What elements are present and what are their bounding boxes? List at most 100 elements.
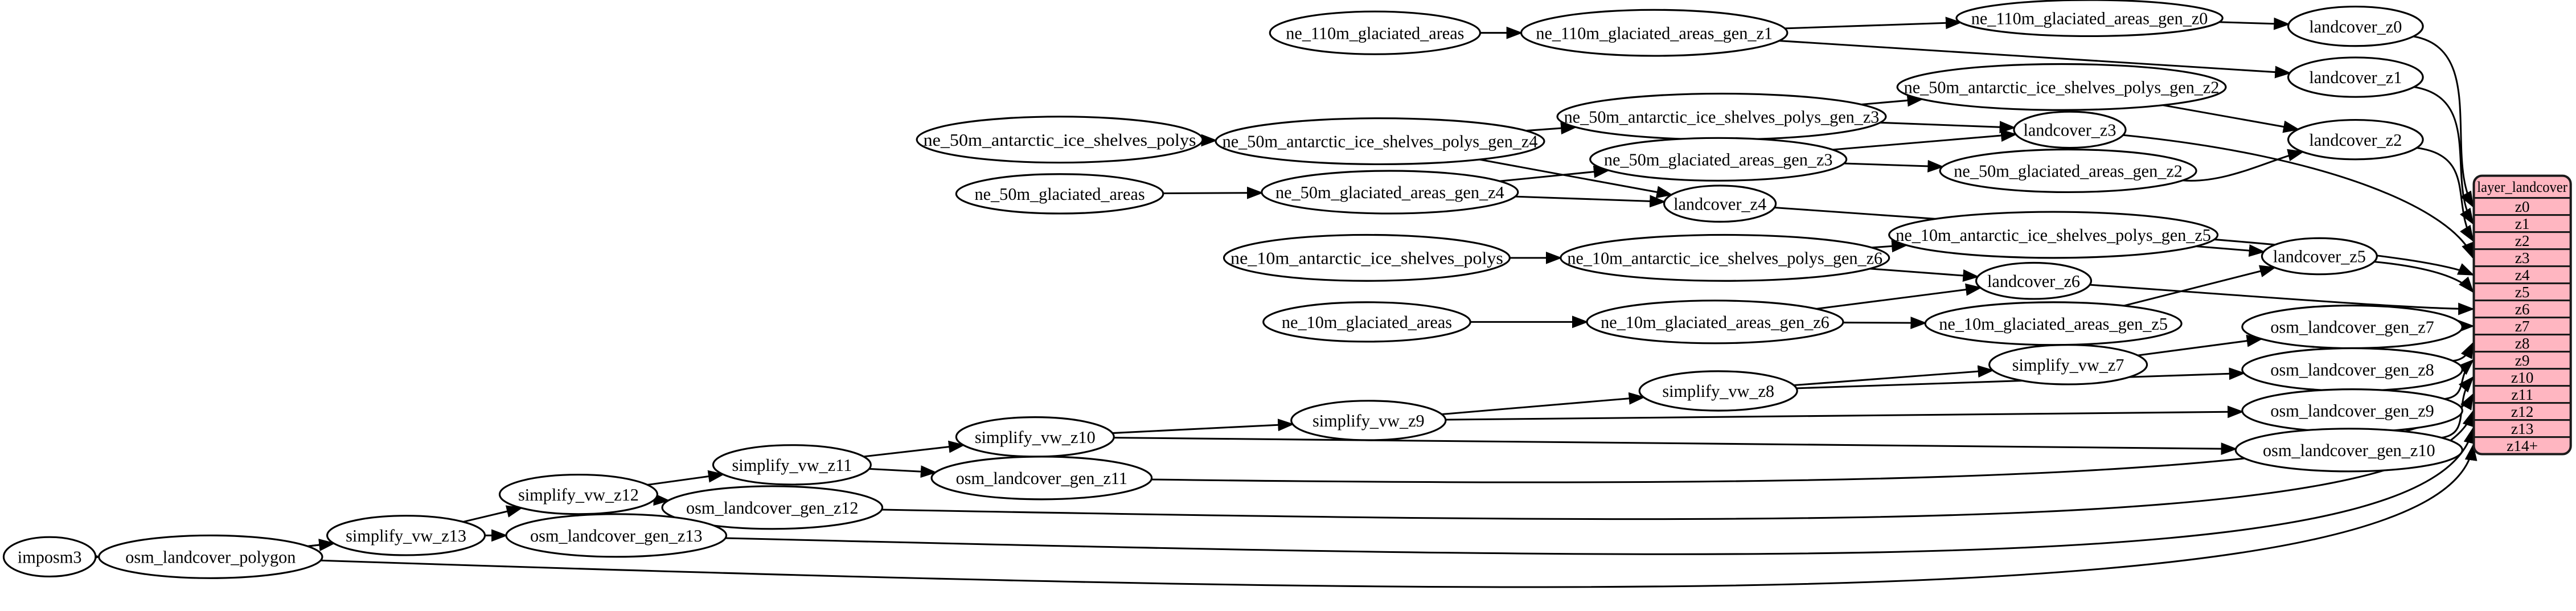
node-ellipse-simplify_vw_z12	[498, 474, 658, 515]
node-landcover_z4: landcover_z4	[1663, 184, 1777, 223]
node-simplify_vw_z13: simplify_vw_z13	[326, 515, 486, 556]
node-label-ne_50m_glaciated_areas_gen_z4: ne_50m_glaciated_areas_gen_z4	[1275, 183, 1504, 202]
node-landcover_z3: landcover_z3	[2013, 110, 2127, 149]
table-row-label-z12: z12	[2511, 403, 2534, 420]
edge-landcover_z6-to-layer_landcover-z6	[2089, 284, 2475, 315]
node-label-osm_landcover_gen_z10: osm_landcover_gen_z10	[2263, 441, 2435, 460]
node-ellipse-landcover_z6	[1975, 261, 2093, 300]
node-landcover_z6: landcover_z6	[1975, 261, 2093, 300]
node-simplify_vw_z8: simplify_vw_z8	[1638, 370, 1798, 412]
node-ne_110m_glaciated_areas_gen_z0: ne_110m_glaciated_areas_gen_z0	[1955, 0, 2224, 38]
edges-layer	[84, 17, 2477, 588]
node-ellipse-ne_10m_antarctic_ice_shelves_polys_gen_z5	[1888, 211, 2219, 259]
node-ellipse-ne_50m_glaciated_areas_gen_z3	[1589, 137, 1848, 182]
node-imposm3: imposm3	[2, 536, 97, 578]
edge-ne_50m_antarctic_ice_shelves_polys_gen_z4-to-ne_50m_antarctic_ice_shelves_polys_gen_z3	[1525, 122, 1577, 135]
edge-ne_10m_antarctic_ice_shelves_polys_gen_z6-to-landcover_z6	[1869, 268, 1980, 282]
node-ellipse-landcover_z5	[2261, 237, 2378, 276]
node-label-simplify_vw_z9: simplify_vw_z9	[1312, 411, 1425, 430]
edge-simplify_vw_z9-to-osm_landcover_gen_z9	[1445, 405, 2244, 421]
node-label-ne_10m_glaciated_areas_gen_z5: ne_10m_glaciated_areas_gen_z5	[1939, 314, 2168, 334]
edge-ne_10m_glaciated_areas_gen_z6-to-ne_10m_glaciated_areas_gen_z5	[1843, 317, 1927, 329]
node-label-landcover_z1: landcover_z1	[2309, 68, 2402, 87]
edge-ne_50m_antarctic_ice_shelves_polys_gen_z3-to-landcover_z3	[1880, 121, 2016, 134]
node-ellipse-landcover_z0	[2287, 5, 2424, 47]
node-label-simplify_vw_z12: simplify_vw_z12	[518, 485, 639, 505]
edge-ne_50m_antarctic_ice_shelves_polys_gen_z3-to-ne_50m_antarctic_ice_shelves_polys_gen_z2	[1861, 94, 1924, 107]
table-row-label-z10: z10	[2511, 369, 2534, 386]
nodes-layer: ne_110m_glaciated_areas ne_110m_glaciated…	[2, 0, 2463, 579]
node-ellipse-osm_landcover_polygon	[98, 534, 323, 579]
node-label-ne_50m_antarctic_ice_shelves_polys: ne_50m_antarctic_ice_shelves_polys	[924, 130, 1196, 150]
node-label-ne_10m_glaciated_areas: ne_10m_glaciated_areas	[1282, 313, 1452, 332]
node-landcover_z1: landcover_z1	[2287, 56, 2424, 98]
node-ellipse-simplify_vw_z7	[1988, 344, 2148, 386]
table-row-label-z2: z2	[2515, 232, 2530, 249]
node-ne_50m_glaciated_areas_gen_z4: ne_50m_glaciated_areas_gen_z4	[1261, 170, 1519, 215]
node-landcover_z0: landcover_z0	[2287, 5, 2424, 47]
node-label-osm_landcover_gen_z7: osm_landcover_gen_z7	[2270, 318, 2434, 337]
node-label-ne_10m_antarctic_ice_shelves_polys_gen_z6: ne_10m_antarctic_ice_shelves_polys_gen_z…	[1567, 248, 1882, 268]
edge-landcover_z0-to-layer_landcover-z0	[2413, 35, 2474, 208]
node-landcover_z2: landcover_z2	[2287, 118, 2424, 161]
node-osm_landcover_gen_z13: osm_landcover_gen_z13	[505, 513, 728, 558]
edge-ne_50m_antarctic_ice_shelves_polys_gen_z2-to-landcover_z2	[2163, 104, 2300, 133]
node-ne_10m_antarctic_ice_shelves_polys_gen_z6: ne_10m_antarctic_ice_shelves_polys_gen_z…	[1560, 233, 1890, 282]
edge-ne_110m_glaciated_areas_gen_z1-to-landcover_z1	[1779, 40, 2292, 79]
node-ellipse-imposm3	[2, 536, 97, 578]
node-ellipse-simplify_vw_z8	[1638, 370, 1798, 412]
node-ne_10m_glaciated_areas_gen_z6: ne_10m_glaciated_areas_gen_z6	[1586, 300, 1844, 345]
edge-ne_50m_glaciated_areas_gen_z4-to-landcover_z4	[1515, 195, 1666, 208]
node-label-osm_landcover_gen_z13: osm_landcover_gen_z13	[530, 526, 703, 546]
edge-ne_10m_glaciated_areas_gen_z5-to-landcover_z5	[2123, 265, 2276, 307]
node-ne_10m_glaciated_areas_gen_z5: ne_10m_glaciated_areas_gen_z5	[1924, 301, 2183, 346]
node-label-landcover_z0: landcover_z0	[2309, 17, 2402, 36]
node-ellipse-osm_landcover_gen_z13	[505, 513, 728, 558]
edge-ne_50m_antarctic_ice_shelves_polys_gen_z4-to-landcover_z4	[1479, 158, 1673, 199]
node-label-simplify_vw_z10: simplify_vw_z10	[975, 428, 1096, 447]
node-ellipse-osm_landcover_gen_z10	[2234, 428, 2463, 473]
edge-simplify_vw_z10-to-simplify_vw_z9	[1112, 419, 1295, 434]
node-ne_110m_glaciated_areas: ne_110m_glaciated_areas	[1269, 10, 1482, 55]
node-ne_50m_antarctic_ice_shelves_polys_gen_z4: ne_50m_antarctic_ice_shelves_polys_gen_z…	[1215, 117, 1545, 166]
node-label-osm_landcover_gen_z9: osm_landcover_gen_z9	[2270, 401, 2434, 421]
node-osm_landcover_gen_z12: osm_landcover_gen_z12	[661, 485, 884, 530]
node-ellipse-ne_50m_antarctic_ice_shelves_polys_gen_z2	[1896, 63, 2227, 111]
node-label-ne_10m_glaciated_areas_gen_z6: ne_10m_glaciated_areas_gen_z6	[1601, 313, 1830, 332]
node-ellipse-ne_10m_antarctic_ice_shelves_polys_gen_z6	[1560, 233, 1890, 282]
node-label-simplify_vw_z13: simplify_vw_z13	[346, 526, 466, 546]
node-ellipse-simplify_vw_z13	[326, 515, 486, 556]
edge-landcover_z3-to-layer_landcover-z3	[2123, 134, 2474, 260]
node-label-ne_50m_glaciated_areas: ne_50m_glaciated_areas	[974, 184, 1145, 204]
edge-landcover_z4-to-layer_landcover-z4	[1774, 206, 2475, 276]
node-simplify_vw_z12: simplify_vw_z12	[498, 474, 658, 515]
node-ellipse-ne_50m_glaciated_areas_gen_z4	[1261, 170, 1519, 215]
node-label-simplify_vw_z11: simplify_vw_z11	[732, 456, 852, 475]
node-ne_10m_glaciated_areas: ne_10m_glaciated_areas	[1262, 301, 1471, 343]
node-ellipse-landcover_z4	[1663, 184, 1777, 223]
edge-landcover_z5-to-layer_landcover-z5	[2374, 261, 2474, 293]
node-osm_landcover_gen_z8: osm_landcover_gen_z8	[2241, 347, 2463, 392]
table-row-label-z11: z11	[2511, 386, 2533, 403]
node-ellipse-ne_50m_glaciated_areas	[955, 173, 1164, 215]
node-ellipse-ne_110m_glaciated_areas_gen_z0	[1955, 0, 2224, 38]
node-ne_50m_antarctic_ice_shelves_polys_gen_z3: ne_50m_antarctic_ice_shelves_polys_gen_z…	[1556, 92, 1887, 141]
table-row-label-z14+: z14+	[2507, 437, 2538, 454]
edge-simplify_vw_z11-to-osm_landcover_gen_z11	[869, 465, 937, 478]
node-ne_10m_antarctic_ice_shelves_polys: ne_10m_antarctic_ice_shelves_polys	[1223, 233, 1511, 282]
node-ne_50m_antarctic_ice_shelves_polys: ne_50m_antarctic_ice_shelves_polys	[916, 116, 1204, 164]
node-ellipse-ne_110m_glaciated_areas_gen_z1	[1520, 9, 1789, 57]
node-label-landcover_z4: landcover_z4	[1673, 194, 1766, 214]
edge-simplify_vw_z12-to-osm_landcover_gen_z12	[653, 493, 670, 506]
node-osm_landcover_gen_z7: osm_landcover_gen_z7	[2241, 304, 2463, 350]
table-row-label-z9: z9	[2515, 352, 2530, 369]
edge-osm_landcover_gen_z13-to-layer_landcover-z13	[725, 427, 2476, 555]
node-label-ne_10m_antarctic_ice_shelves_polys_gen_z5: ne_10m_antarctic_ice_shelves_polys_gen_z…	[1896, 225, 2211, 245]
node-label-ne_50m_glaciated_areas_gen_z2: ne_50m_glaciated_areas_gen_z2	[1954, 162, 2183, 181]
edge-osm_landcover_polygon-to-simplify_vw_z13	[307, 539, 336, 551]
edge-ne_110m_glaciated_areas_gen_z1-to-ne_110m_glaciated_areas_gen_z0	[1785, 17, 1962, 30]
node-label-ne_50m_antarctic_ice_shelves_polys_gen_z4: ne_50m_antarctic_ice_shelves_polys_gen_z…	[1223, 132, 1538, 151]
edge-osm_landcover_polygon-to-layer_landcover-z14+	[321, 444, 2477, 588]
